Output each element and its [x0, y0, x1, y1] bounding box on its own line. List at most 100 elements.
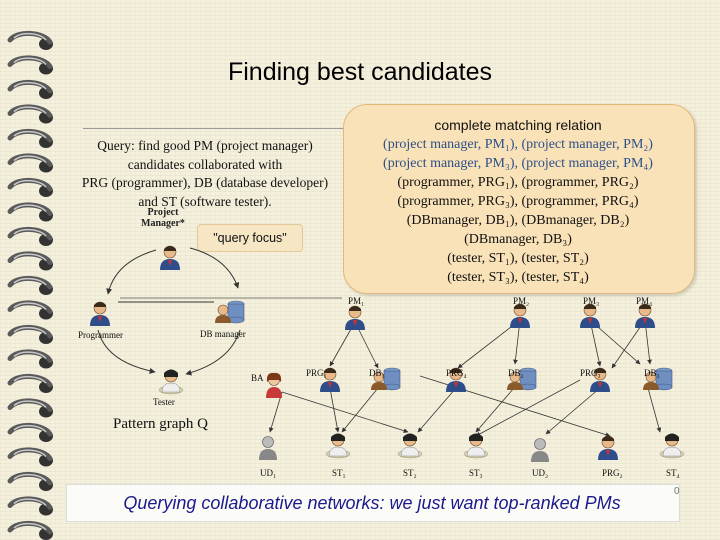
binding-ring-set — [7, 31, 53, 540]
binding-ring-highlight — [13, 130, 47, 139]
network-edge — [457, 319, 521, 369]
network-edge — [475, 379, 581, 437]
query-line: Query: find good PM (project manager) — [97, 138, 313, 153]
binding-ring-highlight — [13, 179, 47, 188]
pm-label-line: Manager* — [141, 218, 185, 229]
binding-ring-highlight — [13, 277, 47, 286]
binding-ring-highlight — [13, 498, 47, 507]
query-line: and ST (software tester). — [138, 193, 272, 209]
binding-ring-highlight — [13, 326, 47, 335]
pattern-node-programmer — [89, 301, 111, 327]
pattern-edge-pm-db — [189, 247, 240, 289]
binding-ring-highlight — [13, 449, 47, 458]
network-node-ba — [265, 372, 283, 399]
label-st1: ST₁ — [332, 468, 346, 478]
binding-ring-highlight — [13, 400, 47, 409]
query-description: Query: find good PM (project manager) ca… — [70, 137, 340, 211]
caption-text: Querying collaborative networks: we just… — [123, 493, 621, 513]
matching-line: (DBmanager, DB₁), (DBmanager, DB₂) — [406, 213, 630, 228]
title-divider — [83, 128, 393, 129]
db-manager-label: DB manager — [200, 329, 246, 339]
pattern-node-project-manager — [159, 245, 181, 271]
network-edge — [545, 387, 601, 435]
label-prg2: PRG₂ — [602, 468, 623, 478]
pattern-edge-pm-prg — [106, 249, 157, 295]
matching-line: (programmer, PRG₁), (programmer, PRG₂) — [397, 175, 639, 190]
matching-line: (programmer, PRG₃), (programmer, PRG₄) — [397, 194, 639, 209]
label-prg1: PRG₁ — [306, 368, 327, 378]
matching-relation-box — [343, 104, 695, 294]
collaboration-network: PM₁ PM₂ PM₃ PM₄ BA PRG₁ DB₁ PRG₄ DB₂ PRG… — [251, 296, 685, 478]
label-ba: BA — [251, 373, 264, 383]
label-prg4: PRG₄ — [446, 368, 467, 378]
tester-label: Tester — [153, 397, 175, 407]
network-node-st2 — [397, 433, 423, 459]
binding-ring-highlight — [13, 155, 47, 164]
label-ud1: UD₁ — [260, 468, 276, 478]
binding-ring-highlight — [13, 228, 47, 237]
binding-ring-highlight — [13, 424, 47, 433]
matching-line: (DBmanager, DB₃) — [464, 232, 572, 247]
label-st4: ST₄ — [666, 468, 680, 478]
binding-ring-highlight — [13, 57, 47, 66]
binding-ring-highlight — [13, 351, 47, 360]
matching-line: (tester, ST₁), (tester, ST₂) — [447, 251, 589, 266]
programmer-label: Programmer — [78, 330, 123, 340]
network-edge — [268, 391, 283, 433]
network-node-pm3 — [579, 303, 601, 329]
pattern-node-db-manager — [214, 300, 245, 324]
pattern-edge-db-tester — [185, 329, 241, 376]
query-focus-callout: "query focus" — [197, 224, 303, 252]
label-db2: DB₂ — [508, 368, 524, 378]
matching-relation-title: complete matching relation — [434, 117, 602, 133]
page-number: 0 — [674, 486, 680, 497]
network-edge — [647, 387, 662, 433]
network-node-st3 — [463, 433, 489, 459]
matching-line: (project manager, PM₃), (project manager… — [383, 156, 653, 171]
network-edge — [475, 387, 515, 433]
network-node-pm4 — [634, 303, 656, 329]
pattern-graph: Programmer DB manager Tester — [78, 245, 342, 407]
network-edge — [341, 387, 379, 433]
binding-ring-highlight — [13, 106, 47, 115]
binding-ring-highlight — [13, 375, 47, 384]
query-line: candidates collaborated with — [127, 156, 283, 172]
binding-ring-highlight — [13, 204, 47, 213]
network-node-pm1 — [344, 305, 366, 331]
label-pm1: PM₁ — [348, 296, 364, 306]
network-node-prg2 — [597, 435, 619, 461]
label-pm3: PM₃ — [583, 296, 599, 306]
pattern-node-tester — [158, 369, 184, 395]
network-edge — [417, 387, 457, 433]
matching-line: (tester, ST₃), (tester, ST₄) — [447, 270, 589, 285]
binding-ring-highlight — [13, 302, 47, 311]
network-edge — [329, 387, 340, 433]
label-db3: DB₃ — [644, 368, 660, 378]
label-db1: DB₁ — [369, 368, 385, 378]
binding-ring-highlight — [13, 253, 47, 262]
pattern-edge-prg-tester — [97, 329, 156, 374]
slide-title: Finding best candidates — [227, 58, 493, 86]
project-manager-label: Project Manager* — [140, 207, 186, 229]
network-node-st1 — [325, 433, 351, 459]
label-pm2: PM₂ — [513, 296, 529, 306]
label-ud2: UD₂ — [532, 468, 548, 478]
caption-banner — [66, 484, 680, 522]
label-prg3: PRG₃ — [580, 368, 601, 378]
notebook-binding-rings — [7, 31, 53, 540]
query-line: PRG (programmer), DB (database developer… — [81, 175, 329, 190]
binding-ring-highlight — [13, 81, 47, 90]
network-edge — [281, 391, 409, 433]
network-node-pm2 — [509, 303, 531, 329]
matching-line: (project manager, PM₁), (project manager… — [383, 137, 653, 152]
network-node-ud2 — [530, 438, 550, 463]
network-node-ud1 — [258, 436, 278, 461]
label-st3: ST₃ — [469, 468, 483, 478]
label-pm4: PM₄ — [636, 296, 652, 306]
network-node-st4 — [659, 433, 685, 459]
binding-ring-highlight — [13, 522, 47, 531]
pm-label-line: Project — [147, 207, 179, 218]
binding-ring-highlight — [13, 473, 47, 482]
matching-relation-list: (project manager, PM₁), (project manager… — [343, 135, 693, 287]
